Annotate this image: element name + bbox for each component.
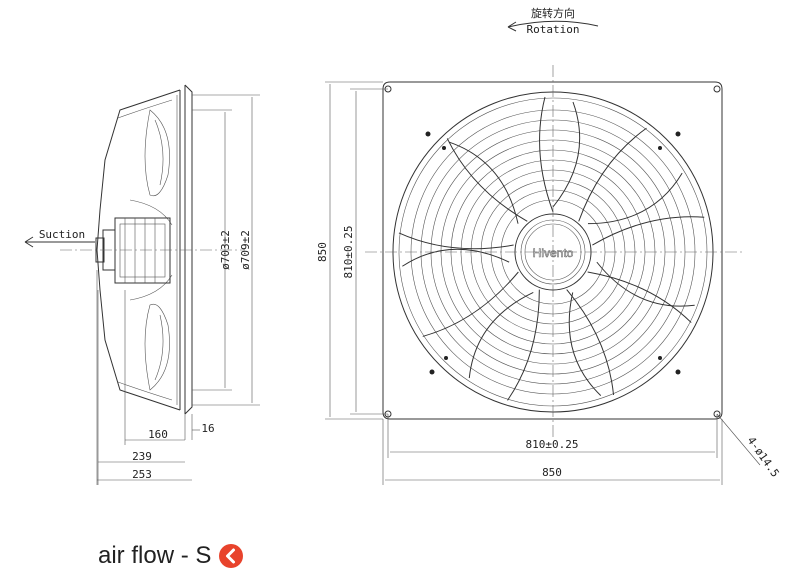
- dim-width-outer: 850: [542, 466, 562, 479]
- dim-height-holes: 810±0.25: [342, 226, 355, 279]
- rotation-label-cn: 旋转方向: [531, 6, 575, 20]
- dim-height-outer: 850: [316, 242, 329, 262]
- technical-drawing: 旋转方向 Rotation Suction ø703±2 ø709±2: [24, 6, 782, 485]
- dim-inner-diameter: ø703±2: [219, 230, 232, 270]
- airflow-label: air flow - S: [98, 542, 212, 569]
- side-view: Suction ø703±2 ø709±2 160 16 239 253: [24, 84, 260, 485]
- guard-spokes: [398, 96, 705, 401]
- side-blade-1: [144, 109, 170, 197]
- dim-253: 253: [132, 468, 152, 481]
- arrow-left-circle-icon: [219, 544, 244, 568]
- front-plate: [382, 81, 723, 420]
- rotation-arrowhead: [507, 21, 517, 32]
- airflow-legend: air flow - S: [98, 540, 244, 572]
- dim-16: 16: [201, 422, 214, 435]
- front-view: Hivento 850 810±0.25 810±0.25 850 4-ø14.…: [316, 65, 782, 485]
- rotation-arrow: [507, 20, 599, 28]
- dim-holes: 4-ø14.5: [745, 434, 782, 479]
- dim-outer-diameter: ø709±2: [239, 230, 252, 270]
- fan-blades: [402, 101, 695, 396]
- dim-239: 239: [132, 450, 152, 463]
- dim-160: 160: [148, 428, 168, 441]
- side-motor: [114, 217, 171, 284]
- suction-arrow: [24, 236, 95, 248]
- dim-width-holes: 810±0.25: [526, 438, 579, 451]
- side-housing: [96, 84, 193, 415]
- rotation-indicator: 旋转方向 Rotation: [507, 6, 599, 36]
- side-blade-2: [144, 303, 170, 391]
- suction-label: Suction: [39, 228, 85, 241]
- rotation-label-en: Rotation: [527, 23, 580, 36]
- mounting-hole: [713, 85, 721, 93]
